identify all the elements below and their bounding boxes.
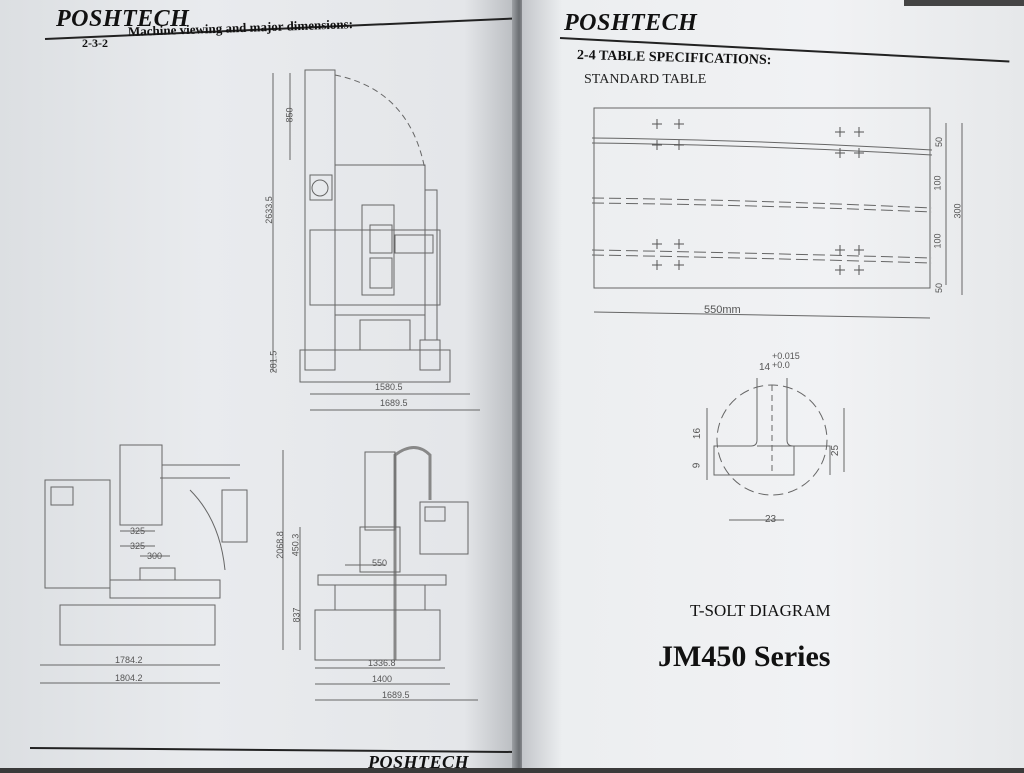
diagram-label: T-SOLT DIAGRAM (690, 601, 831, 620)
dim-width: 550mm (704, 304, 741, 316)
section-number: 2-3-2 (82, 36, 108, 50)
page-corner-shadow (904, 0, 1024, 6)
tolerance-lower: +0.0 (772, 360, 790, 370)
dim-depth-upper: 16 (692, 427, 704, 440)
machine-drawings (29, 69, 516, 753)
dim-550: 550 (372, 558, 388, 568)
dim-325-b: 325 (130, 541, 146, 551)
left-page: POSHTECH 2-3-2 Machine viewing and major… (0, 0, 516, 772)
series-name: JM450 Series (658, 640, 831, 673)
dim-2633-5: 2633.5 (263, 196, 274, 224)
dim-gap-top: 50 (934, 136, 945, 148)
dim-total-depth: 25 (830, 444, 842, 457)
dim-1336-8: 1336.8 (368, 658, 396, 668)
dim-2068-8: 2068.8 (274, 531, 285, 559)
dim-1580-5: 1580.5 (375, 382, 403, 392)
right-page: POSHTECH 2-4 TABLE SPECIFICATIONS: STAND… (522, 0, 1024, 768)
subtitle: STANDARD TABLE (584, 72, 707, 87)
brand-logo: POSHTECH (56, 6, 190, 32)
footer-brand: POSHTECH (368, 752, 470, 772)
dim-gap-2: 100 (932, 233, 943, 249)
dim-1804-2: 1804.2 (115, 673, 143, 683)
dim-1689-5: 1689.5 (380, 398, 408, 408)
dim-depth-lower: 9 (691, 462, 703, 469)
dim-gap-1: 100 (932, 175, 943, 191)
dim-850: 850 (284, 107, 295, 123)
dim-slot-width: 14 (759, 362, 771, 373)
dim-325-a: 325 (130, 526, 146, 536)
dim-450-3: 450.3 (290, 533, 301, 557)
brand-logo: POSHTECH (564, 10, 698, 36)
dim-1400: 1400 (372, 674, 393, 684)
dim-gap-bottom: 50 (934, 282, 945, 294)
dim-1689-5-front: 1689.5 (382, 690, 410, 700)
dim-bottom-width: 23 (765, 514, 777, 525)
dim-837: 837 (291, 607, 302, 623)
dim-total: 300 (952, 203, 963, 219)
table-drawings (591, 107, 963, 521)
tolerance-upper: +0.015 (772, 351, 800, 361)
dim-300: 300 (147, 551, 163, 561)
dim-1784-2: 1784.2 (115, 655, 143, 665)
dim-281-5: 281.5 (268, 350, 279, 374)
